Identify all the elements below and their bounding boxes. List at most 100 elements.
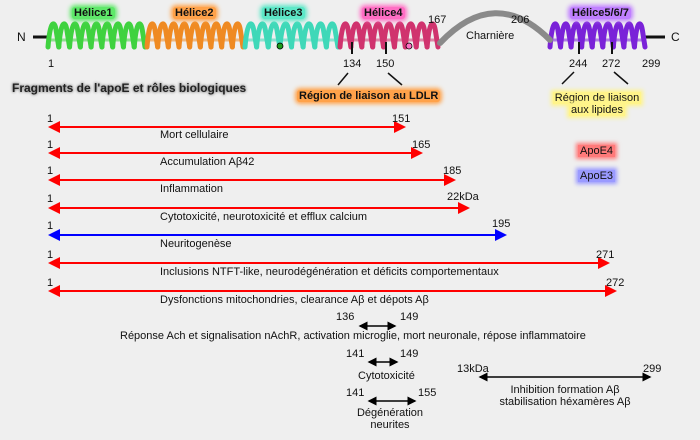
fragment-role: Mort cellulaire: [160, 129, 229, 141]
helix-turn: [370, 21, 387, 50]
helix1-coil: [45, 21, 148, 50]
helix-turn: [242, 21, 260, 50]
peptide-end: 155: [418, 387, 437, 399]
residue-dot: [276, 42, 284, 50]
ldlr-region-label: Région de liaison au LDLR: [297, 90, 441, 102]
helix-turn: [579, 21, 595, 50]
position-1: 1: [48, 58, 55, 70]
helix3-coil: [242, 21, 341, 50]
ldlr-pointer-left: [337, 72, 349, 86]
helix-turn: [348, 21, 365, 50]
peptide-start: 141: [346, 387, 365, 399]
position-150: 150: [376, 58, 395, 70]
hinge-label: Charnière: [466, 30, 515, 42]
peptide-role-line1: Inhibition formation Aβ: [510, 384, 620, 396]
helix4-label: Hélice4: [362, 7, 405, 19]
peptide-end: 299: [643, 363, 662, 375]
helix-turn: [155, 21, 171, 50]
helix-turn: [254, 21, 271, 50]
helix2-coil: [144, 21, 246, 50]
position-299: 299: [642, 58, 661, 70]
position-167: 167: [428, 14, 447, 26]
helix-turn: [610, 21, 627, 50]
helix-turn: [197, 21, 214, 50]
fragment-start: 1: [47, 277, 54, 289]
n-terminus-label: N: [17, 30, 26, 44]
helix-turn: [424, 21, 441, 50]
hinge-arc: [437, 10, 553, 46]
fragment-end: 271: [596, 249, 615, 261]
fragment-role: Neuritogenèse: [160, 238, 232, 250]
helix4-coil: [337, 21, 441, 50]
helix1-label: Hélice1: [72, 7, 115, 19]
helix-turn: [277, 21, 294, 50]
fragment-end: 272: [606, 277, 625, 289]
fragment-end: 165: [412, 139, 431, 151]
helix-turn: [323, 21, 341, 50]
lipid-region-line2: aux lipides: [569, 104, 625, 116]
legend-apoe4: ApoE4: [578, 145, 616, 157]
peptide-role: Inhibition formation Aβ stabilisation hé…: [480, 384, 650, 408]
peptide-start: 136: [336, 311, 355, 323]
helix-turn: [558, 21, 574, 50]
helix-turn: [300, 21, 318, 50]
helix-turn: [413, 21, 430, 50]
helix-turn: [120, 21, 137, 50]
peptide-end: 149: [400, 311, 419, 323]
helix-turn: [88, 21, 105, 50]
fragment-role: Cytotoxicité, neurotoxicité et efflux ca…: [160, 211, 368, 223]
fragment-end: 22kDa: [447, 191, 479, 203]
lipid-pointer-left: [561, 71, 575, 85]
helix2-label: Hélice2: [173, 7, 216, 19]
fragment-role: Inclusions NTFT-like, neurodégénération …: [160, 266, 499, 278]
lipid-region-label: Région de liaison aux lipides: [543, 92, 651, 116]
fragment-start: 1: [47, 113, 54, 125]
helix-turn: [131, 21, 148, 50]
fragment-role: Inflammation: [160, 183, 223, 195]
residue-dot: [405, 42, 413, 50]
helix-turn: [110, 21, 126, 50]
helix-turn: [56, 21, 73, 50]
helix-turn: [144, 21, 161, 50]
helix-turn: [402, 21, 419, 50]
position-206: 206: [511, 14, 530, 26]
helix-turn: [77, 21, 94, 50]
fragment-start: 1: [47, 249, 54, 261]
helix-turn: [165, 21, 182, 50]
peptide-role: Dégénération neurites: [345, 407, 435, 431]
fragment-start: 1: [47, 220, 54, 232]
helix-turn: [391, 21, 408, 50]
fragment-start: 1: [47, 165, 54, 177]
fragment-end: 195: [492, 218, 511, 230]
peptide-start: 141: [346, 348, 365, 360]
fragment-role: Accumulation Aβ42: [160, 156, 255, 168]
helix3-label: Hélice3: [262, 7, 305, 19]
helix-turn: [67, 21, 83, 50]
position-244: 244: [569, 58, 588, 70]
helix-turn: [208, 21, 225, 50]
helix567-label: Hélice5/6/7: [570, 7, 631, 19]
fragment-start: 1: [47, 139, 54, 151]
peptide-start: 13kDa: [457, 363, 489, 375]
ldlr-pointer-right: [387, 72, 403, 86]
fragment-end: 151: [392, 113, 411, 125]
helix-turn: [45, 21, 62, 50]
c-terminus-label: C: [671, 30, 680, 44]
helix-turn: [219, 21, 235, 50]
fragment-start: 1: [47, 193, 54, 205]
helix-turn: [600, 21, 616, 50]
peptide-role: Réponse Ach et signalisation nAchR, acti…: [120, 330, 586, 342]
helix-turn: [621, 21, 637, 50]
helix-turn: [176, 21, 193, 50]
helix-turn: [229, 21, 246, 50]
peptide-end: 149: [400, 348, 419, 360]
peptide-role-line1: Dégénération: [356, 407, 424, 419]
helix-turn: [289, 21, 306, 50]
position-134: 134: [343, 58, 362, 70]
peptide-role-line2: stabilisation héxamères Aβ: [499, 396, 631, 408]
section-title: Fragments de l'apoE et rôles biologiques: [12, 81, 247, 95]
peptide-role: Cytotoxicité: [358, 370, 415, 382]
legend-apoe3: ApoE3: [578, 170, 616, 182]
helix567-coil: [547, 21, 648, 50]
